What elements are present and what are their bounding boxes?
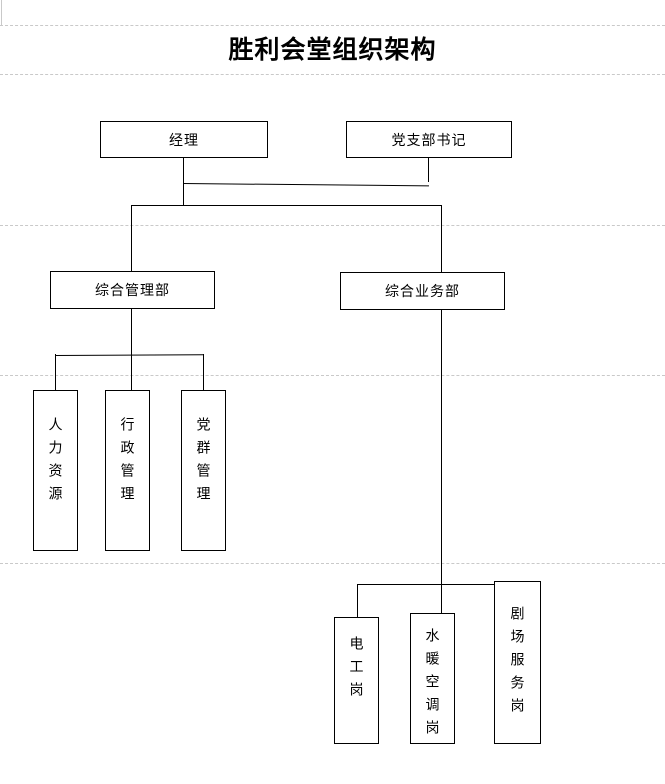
node-manager-label: 经理 bbox=[169, 131, 199, 148]
connector-manager-stem bbox=[183, 157, 184, 184]
connector-drop-general-management bbox=[131, 205, 132, 271]
node-hvac-post[interactable]: 水暖空调岗 bbox=[410, 613, 455, 744]
page-guide-vertical-mark bbox=[1, 0, 2, 25]
connector-general-management-stem bbox=[131, 308, 132, 355]
node-general-business-dept[interactable]: 综合业务部 bbox=[340, 272, 505, 310]
connector-top-join-bar bbox=[182, 183, 429, 187]
node-hvac-post-label: 水暖空调岗 bbox=[424, 628, 441, 743]
node-party-secretary-label: 党支部书记 bbox=[391, 131, 467, 148]
connector-trunk bbox=[183, 183, 184, 206]
connector-drop-administrative-management bbox=[131, 355, 132, 390]
node-party-mass-management[interactable]: 党群管理 bbox=[181, 390, 226, 551]
page-title: 胜利会堂组织架构 bbox=[228, 37, 437, 64]
page-guide-line-1 bbox=[0, 25, 665, 26]
connector-drop-electrician bbox=[357, 584, 358, 617]
node-administrative-management[interactable]: 行政管理 bbox=[105, 390, 150, 551]
node-electrician-post-label: 电工岗 bbox=[348, 636, 365, 705]
connector-drop-party-mass-management bbox=[203, 354, 204, 390]
node-manager[interactable]: 经理 bbox=[100, 121, 268, 158]
connector-general-business-stem bbox=[441, 309, 442, 584]
connector-left-distribution-bar bbox=[54, 354, 204, 356]
node-party-mass-management-label: 党群管理 bbox=[195, 417, 212, 509]
page-guide-line-3 bbox=[0, 225, 665, 226]
node-theater-service-post-label: 剧场服务岗 bbox=[509, 606, 526, 721]
page-guide-line-4 bbox=[0, 375, 665, 376]
node-general-management-dept[interactable]: 综合管理部 bbox=[50, 271, 215, 309]
node-general-business-dept-label: 综合业务部 bbox=[385, 283, 460, 299]
connector-drop-human-resources bbox=[55, 354, 56, 390]
page-guide-line-2 bbox=[0, 74, 665, 75]
node-theater-service-post[interactable]: 剧场服务岗 bbox=[494, 581, 541, 744]
connector-level2-bar bbox=[131, 205, 442, 206]
node-administrative-management-label: 行政管理 bbox=[119, 417, 136, 509]
connector-drop-hvac bbox=[441, 584, 442, 613]
page-guide-line-5 bbox=[0, 563, 665, 564]
node-electrician-post[interactable]: 电工岗 bbox=[334, 617, 379, 744]
node-human-resources[interactable]: 人力资源 bbox=[33, 390, 78, 551]
connector-drop-general-business bbox=[441, 205, 442, 272]
node-human-resources-label: 人力资源 bbox=[47, 417, 64, 509]
node-general-management-dept-label: 综合管理部 bbox=[95, 282, 170, 298]
connector-party-secretary-stem bbox=[428, 157, 429, 182]
node-party-secretary[interactable]: 党支部书记 bbox=[346, 121, 512, 158]
connector-right-distribution-bar bbox=[357, 584, 518, 585]
